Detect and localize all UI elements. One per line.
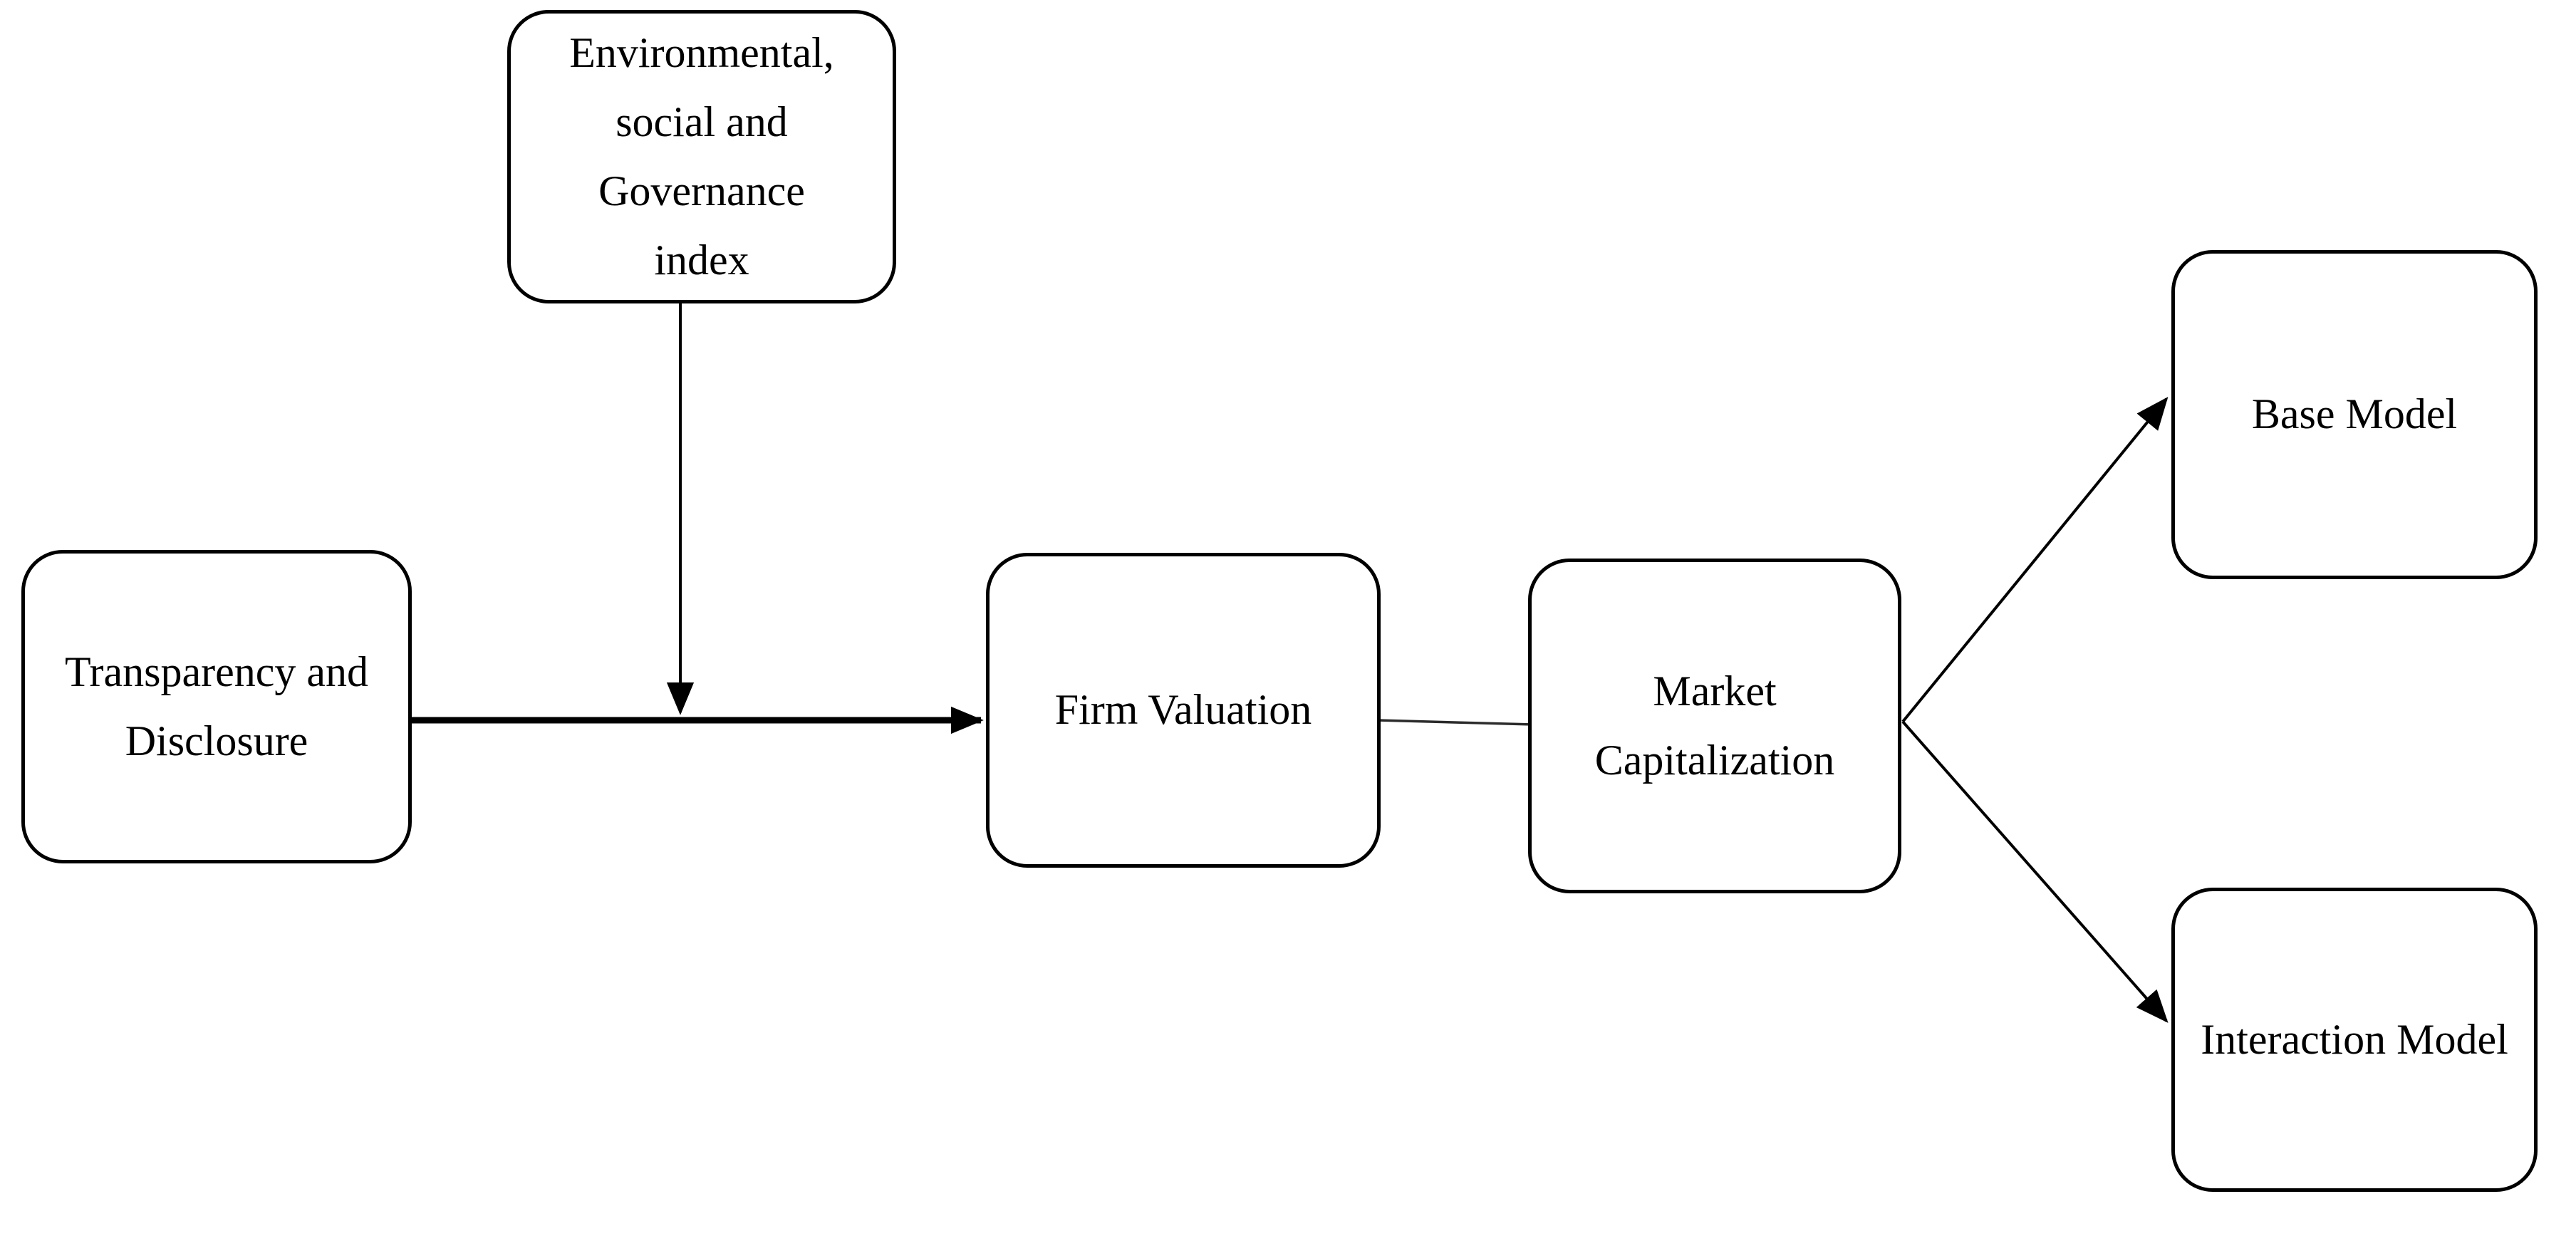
node-base-model: Base Model xyxy=(2171,250,2538,579)
node-label-line: Disclosure xyxy=(125,717,308,764)
node-firm-valuation: Firm Valuation xyxy=(986,553,1381,868)
node-label-line: Market xyxy=(1653,667,1777,715)
node-label-line: social and xyxy=(616,98,788,145)
node-label-line: Interaction Model xyxy=(2201,1015,2508,1063)
edge-market-to-base-arrow xyxy=(1901,397,2169,723)
node-label-line: index xyxy=(654,237,749,284)
node-interaction-model: Interaction Model xyxy=(2171,888,2538,1192)
node-label-line: Governance xyxy=(598,167,805,214)
node-transparency-and-disclosure: Transparency and Disclosure xyxy=(21,550,412,863)
edge-firm-to-market-line xyxy=(1377,719,1534,726)
node-esg-index: Environmental, social and Governance ind… xyxy=(507,10,896,303)
node-label-line: Environmental, xyxy=(569,28,834,76)
node-label-line: Base Model xyxy=(2251,390,2458,438)
edge-market-to-interaction-arrow xyxy=(1901,720,2169,1023)
node-market-capitalization: Market Capitalization xyxy=(1528,559,1901,893)
node-label-line: Transparency and xyxy=(64,648,368,695)
node-label-line: Firm Valuation xyxy=(1054,686,1312,734)
node-label-line: Capitalization xyxy=(1594,737,1835,784)
